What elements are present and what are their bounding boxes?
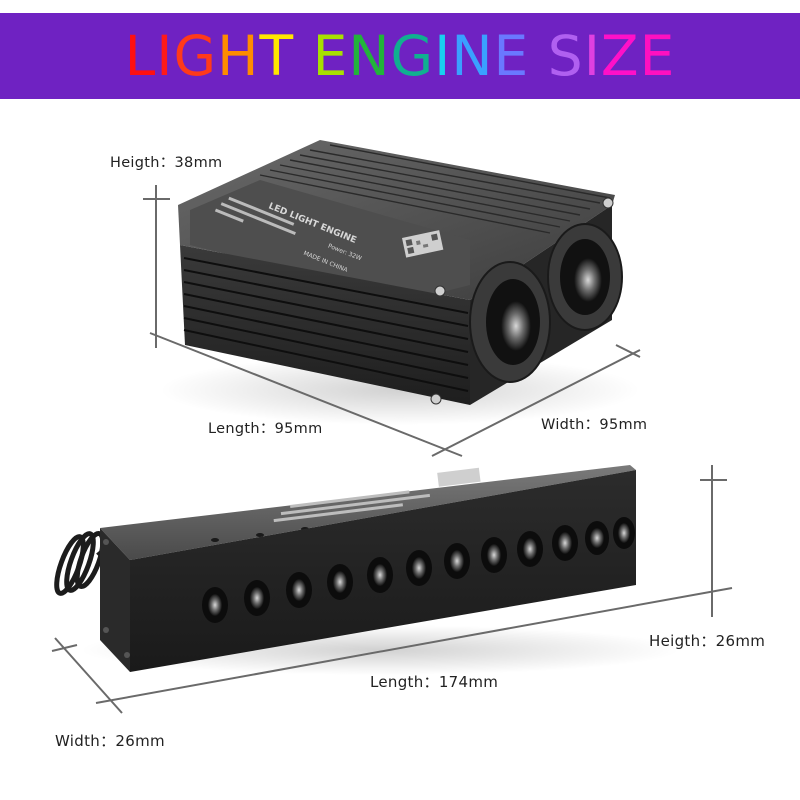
fiber-port-1 <box>469 261 551 383</box>
banner-title-letter: L <box>124 24 157 88</box>
power-cable <box>54 531 114 596</box>
screw-icon <box>602 197 614 209</box>
engine-2-top-face <box>100 465 636 560</box>
engine-2-dimension-lines <box>51 465 733 714</box>
engine-2-height-label: Heigth：26mm <box>649 632 766 650</box>
engine-1-height-label: Heigth：38mm <box>110 155 223 171</box>
width-dimension-line <box>431 349 641 457</box>
fiber-port-2 <box>547 223 623 331</box>
banner-title-letter: T <box>259 24 295 88</box>
qr-code <box>402 230 444 258</box>
led-ports <box>202 517 635 623</box>
banner-title-letter: N <box>451 24 494 88</box>
length-dimension-line <box>95 587 733 704</box>
heat-sink-fins-front <box>183 257 469 392</box>
screw-icon <box>430 393 442 405</box>
width-dimension-line <box>54 637 123 714</box>
engine-2-width-label: Width：26mm <box>55 732 165 750</box>
engine-1-front-face <box>180 245 470 405</box>
engine-2 <box>54 465 680 675</box>
banner-title-letter: S <box>547 24 584 88</box>
banner-title-letter: G <box>173 24 218 88</box>
screw-icon <box>434 285 446 297</box>
banner-title-letter: I <box>434 24 452 88</box>
banner-title-letter: I <box>156 24 174 88</box>
engine-1: LED LIGHT ENGINE Power: 32W MADE IN CHIN… <box>160 140 640 425</box>
banner-title-letter: G <box>390 24 435 88</box>
engine-1-width-label: Width：95mm <box>541 417 648 433</box>
banner-title-letter: Z <box>600 24 640 88</box>
heat-sink-fins-top <box>259 144 611 234</box>
banner-title-letter: E <box>493 24 530 88</box>
engine-1-length-label: Length：95mm <box>208 421 323 437</box>
engine-2-length-label: Length：174mm <box>370 673 499 691</box>
banner-title-letter: H <box>217 24 260 88</box>
engine-1-dimension-lines <box>143 185 641 457</box>
engine-2-label-panel <box>273 467 481 523</box>
banner-title-letter: N <box>348 24 391 88</box>
banner-title-letter: E <box>312 24 349 88</box>
engine-2-end-face <box>100 528 130 672</box>
banner-title-letter: E <box>639 24 676 88</box>
banner-title-letter: I <box>583 24 601 88</box>
length-dimension-line <box>149 332 463 457</box>
